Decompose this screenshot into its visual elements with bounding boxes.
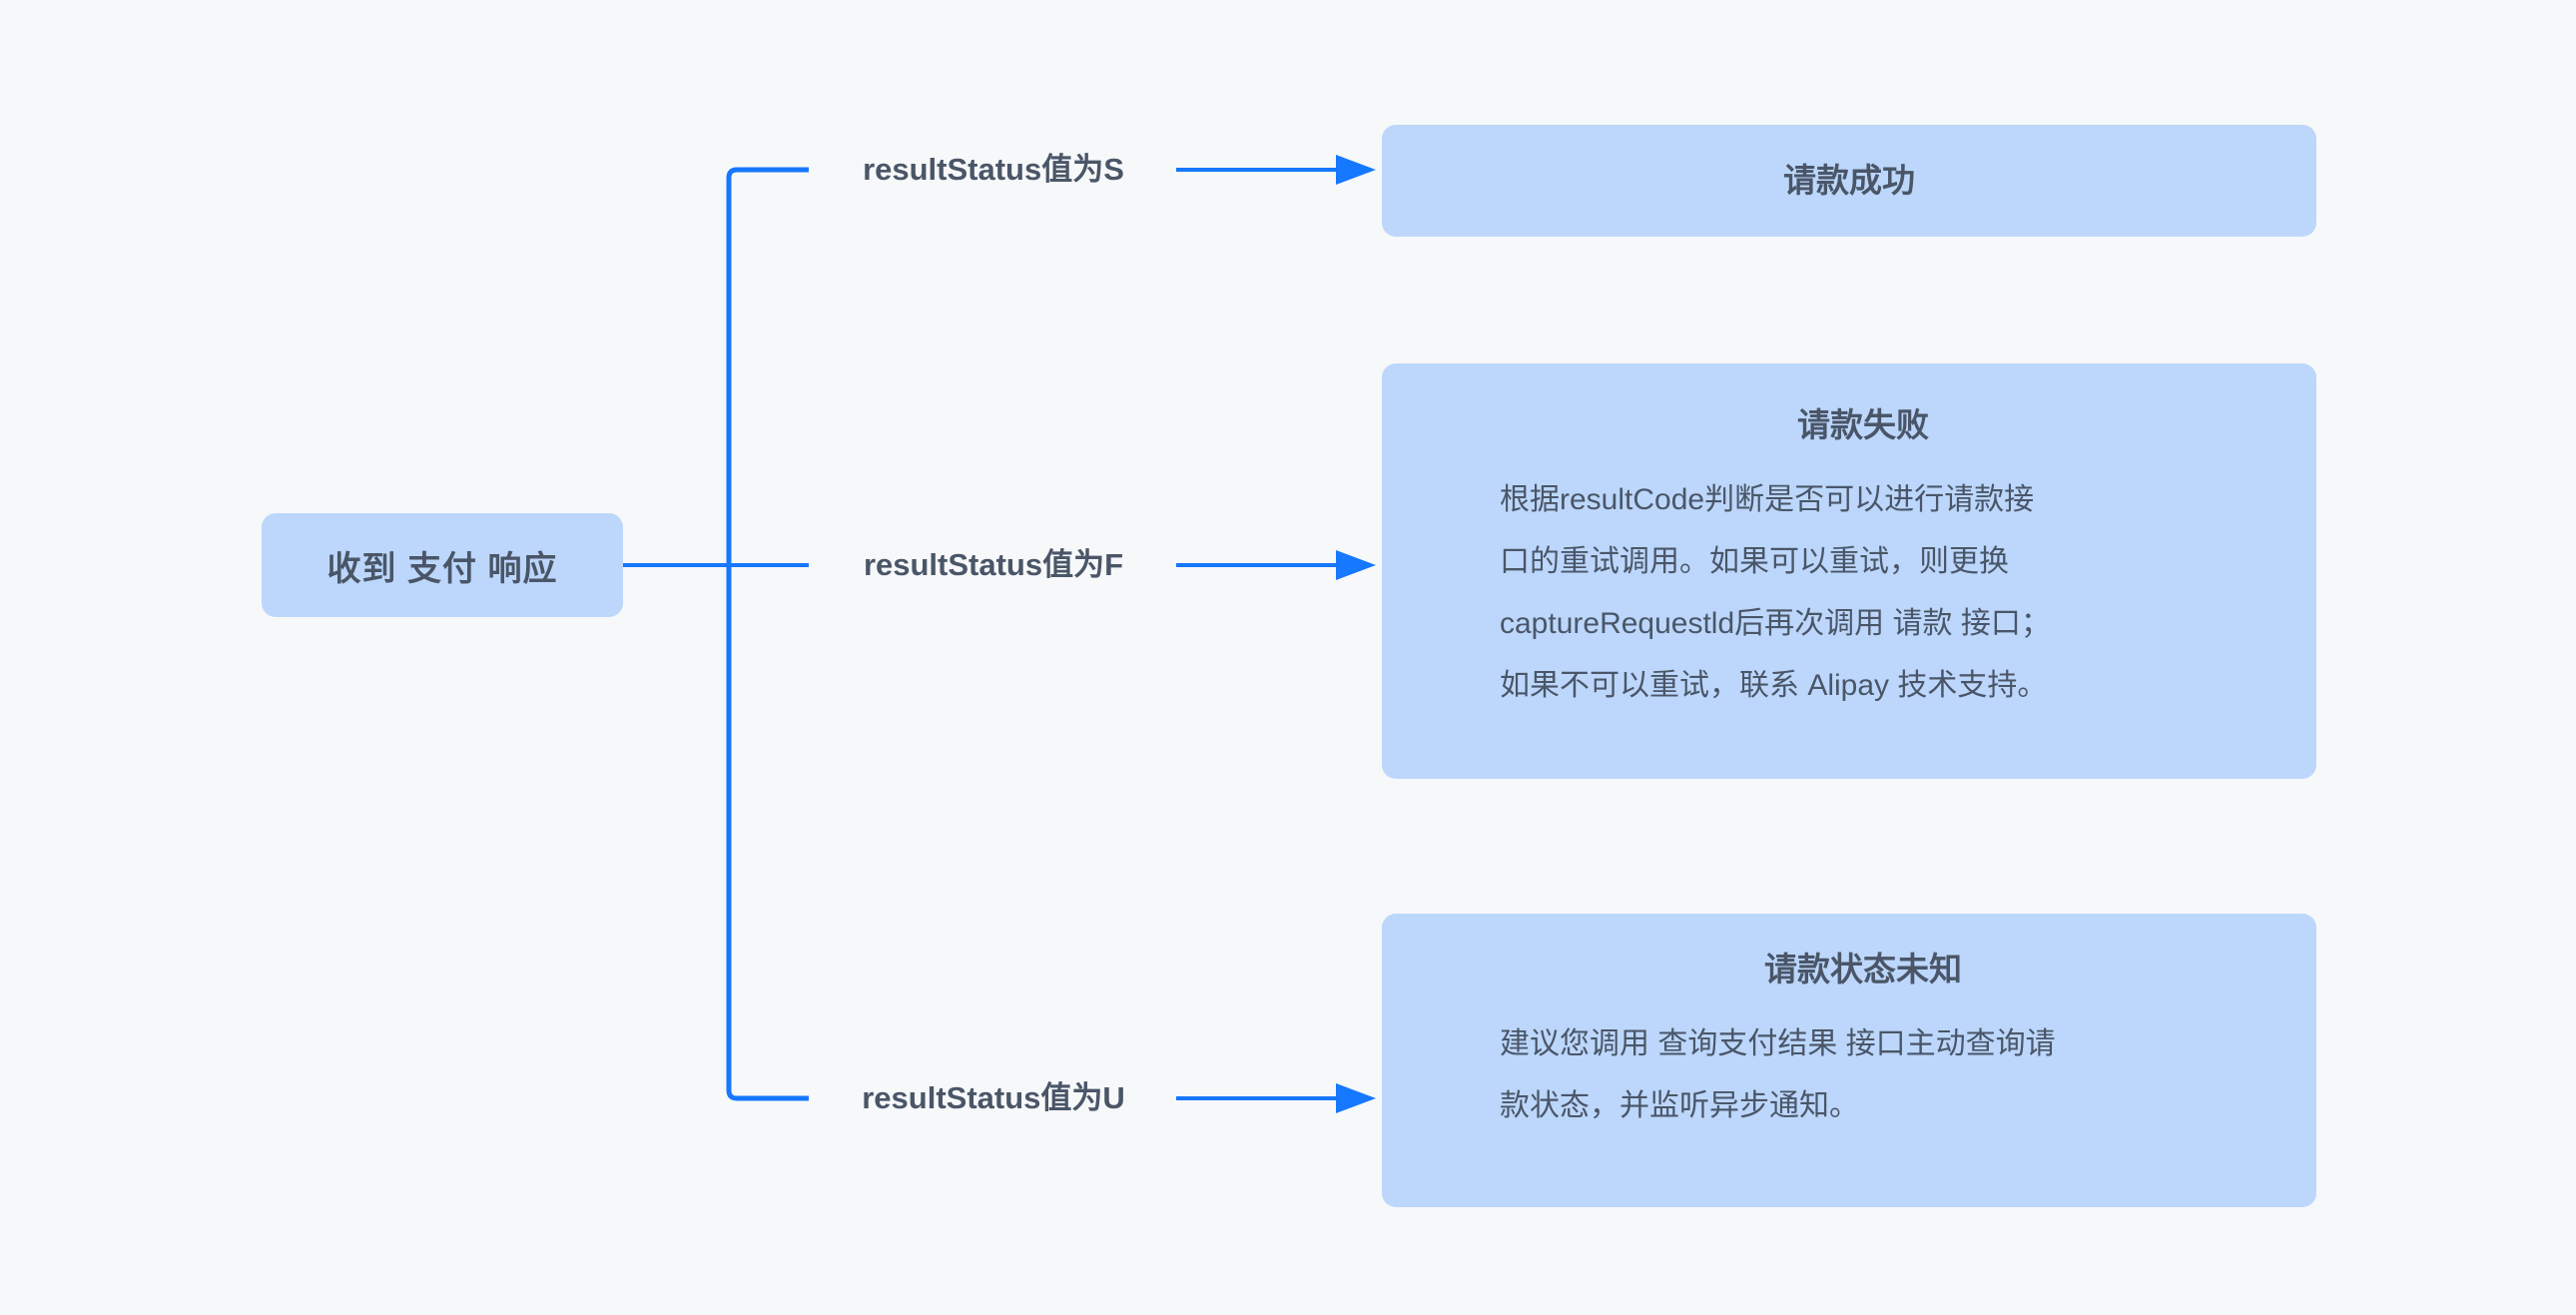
branch-condition-s: resultStatus值为S xyxy=(863,152,1124,187)
node-capture-success: 请款成功 xyxy=(1382,125,2316,237)
branch-condition-f: resultStatus值为F xyxy=(863,547,1124,582)
branch-condition-u: resultStatus值为U xyxy=(862,1080,1125,1115)
node-payment-response-label: 收到 支付 响应 xyxy=(326,549,558,588)
node-capture-fail: 请款失败 根据resultCode判断是否可以进行请款接 口的重试调用。如果可以… xyxy=(1382,363,2316,779)
node-capture-unknown: 请款状态未知 建议您调用 查询支付结果 接口主动查询请 款状态，并监听异步通知。 xyxy=(1382,914,2316,1207)
node-capture-fail-title: 请款失败 xyxy=(1797,406,1929,443)
node-capture-success-title: 请款成功 xyxy=(1783,162,1915,199)
node-capture-unknown-description: 建议您调用 查询支付结果 接口主动查询请 款状态，并监听异步通知。 xyxy=(1500,1027,2056,1122)
node-capture-unknown-title: 请款状态未知 xyxy=(1764,951,1962,987)
branch-trunk-line xyxy=(726,167,809,1101)
node-payment-response: 收到 支付 响应 xyxy=(262,513,623,617)
arrowhead-icon-f xyxy=(1336,550,1376,580)
arrowhead-icon-s xyxy=(1336,155,1376,185)
node-capture-fail-description: 根据resultCode判断是否可以进行请款接 口的重试调用。如果可以重试，则更… xyxy=(1500,483,2051,702)
arrowhead-icon-u xyxy=(1336,1083,1376,1113)
